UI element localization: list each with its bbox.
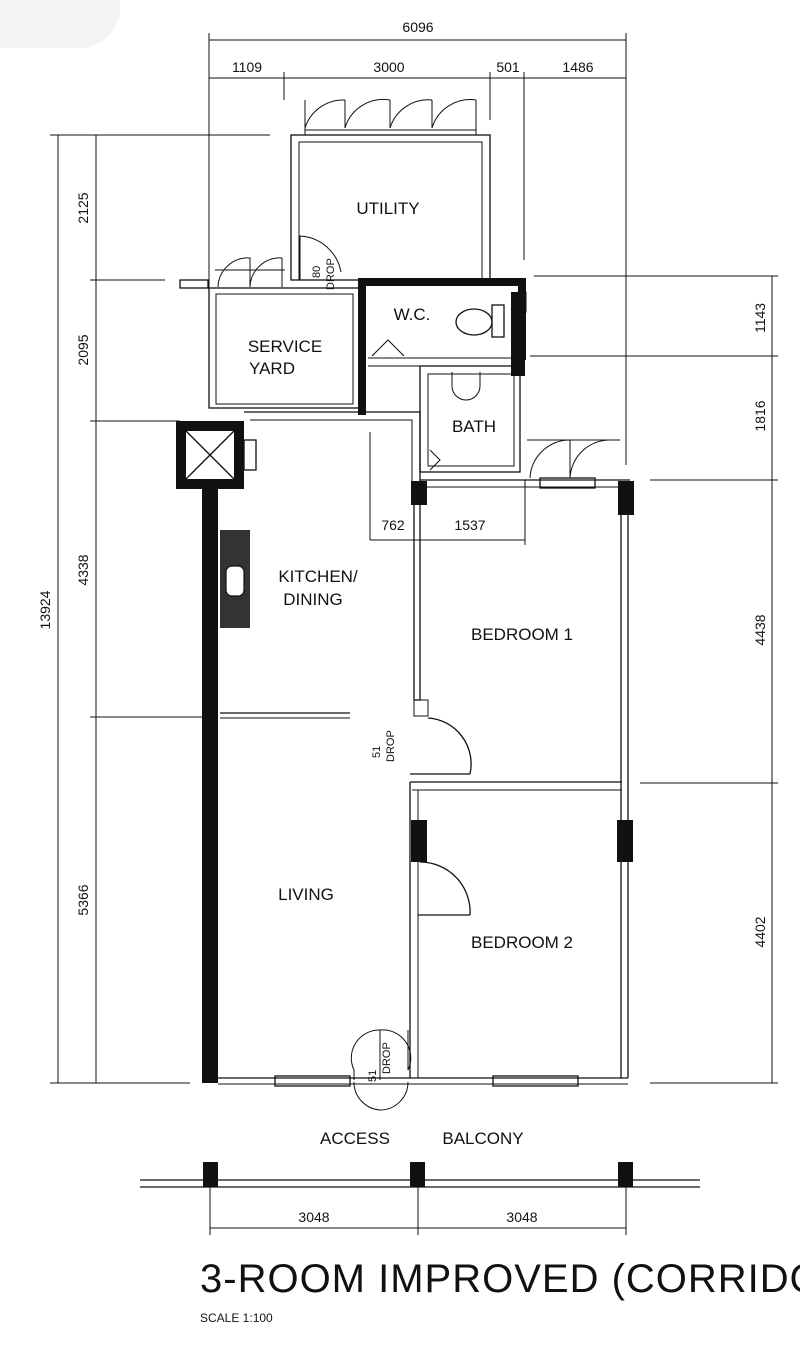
wc-label: W.C. [394, 305, 431, 324]
service-yard-label-1: SERVICE [248, 337, 322, 356]
bedroom-1-area: BEDROOM 1 51 DROP [371, 439, 634, 1078]
dim-top-2: 3000 [373, 59, 404, 75]
drop-51b-number: 51 [367, 1070, 379, 1082]
living-label: LIVING [278, 885, 334, 904]
plan-title: 3-ROOM IMPROVED (CORRIDOR) [200, 1257, 800, 1301]
utility-area: UTILITY 80 DROP [290, 98, 491, 290]
dim-left-2: 2095 [75, 334, 91, 365]
main-party-wall [202, 489, 218, 1083]
bedroom-1-label: BEDROOM 1 [471, 625, 573, 644]
bath-label: BATH [452, 417, 496, 436]
top-dimensions: 6096 1109 3000 501 1486 [208, 19, 627, 465]
drop-51a-word: DROP [385, 730, 397, 762]
dim-right-1: 1143 [752, 303, 768, 333]
wc-area: W.C. [358, 278, 527, 415]
bath-area: BATH [419, 365, 521, 473]
drop-80-word: DROP [325, 258, 337, 290]
corner-tab [0, 0, 120, 48]
kitchen-dining-area: 762 1537 KITCHEN/ DINING [176, 411, 526, 719]
kitchen-label-2: DINING [283, 590, 343, 609]
service-yard-label-2: YARD [249, 359, 295, 378]
dim-inner-2: 1537 [454, 517, 485, 533]
dim-right-2: 1816 [752, 400, 768, 431]
left-dimensions: 2125 2095 4338 5366 13924 [37, 134, 270, 1084]
utility-label: UTILITY [356, 199, 419, 218]
dim-right-3: 4438 [752, 614, 768, 645]
dim-top-4: 1486 [562, 59, 593, 75]
bedroom-2-area: BEDROOM 2 [409, 782, 633, 1078]
dim-top-3: 501 [496, 59, 520, 75]
dim-left-total: 13924 [37, 590, 53, 629]
dim-left-3: 4338 [75, 554, 91, 585]
dim-inner-1: 762 [381, 517, 405, 533]
dim-top-1: 1109 [232, 59, 262, 75]
kitchen-label-1: KITCHEN/ [278, 567, 358, 586]
living-area: LIVING 51 DROP [218, 885, 628, 1111]
drop-51b-word: DROP [381, 1042, 393, 1074]
dim-left-4: 5366 [75, 884, 91, 915]
balcony-label: BALCONY [442, 1129, 523, 1148]
sink-icon [220, 530, 250, 628]
drop-51a-number: 51 [371, 746, 383, 758]
dim-top-total: 6096 [402, 19, 433, 35]
drop-80-number: 80 [311, 266, 323, 278]
wc-wall-block [511, 292, 525, 376]
access-label: ACCESS [320, 1129, 390, 1148]
plan-scale: SCALE 1:100 [200, 1311, 273, 1325]
dim-left-1: 2125 [75, 192, 91, 223]
dim-bottom-1: 3048 [298, 1209, 329, 1225]
access-balcony: ACCESS BALCONY 3048 3048 [140, 1129, 700, 1235]
dim-bottom-2: 3048 [506, 1209, 537, 1225]
right-dimensions: 1143 1816 4438 4402 [530, 275, 778, 1084]
bedroom-2-label: BEDROOM 2 [471, 933, 573, 952]
dim-right-4: 4402 [752, 916, 768, 947]
toilet-icon [455, 304, 505, 338]
